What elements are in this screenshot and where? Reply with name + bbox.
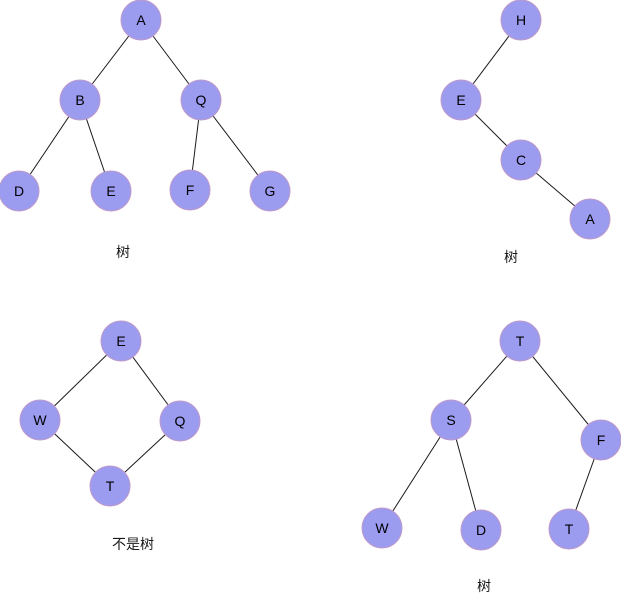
node-tree-bottom-right-W — [361, 507, 403, 549]
node-tree-top-left-E — [90, 170, 132, 212]
node-tree-bottom-right-D — [460, 509, 502, 551]
node-tree-top-left-F — [169, 169, 211, 211]
node-graph-bottom-left-not-tree-T — [89, 465, 131, 507]
node-graph-bottom-left-not-tree-W — [19, 399, 61, 441]
node-graph-bottom-left-not-tree-E — [100, 320, 142, 362]
node-label-graph-bottom-left-not-tree-Q: Q — [175, 413, 186, 429]
node-label-graph-bottom-left-not-tree-W: W — [33, 412, 47, 428]
node-label-tree-bottom-right-D: D — [476, 522, 486, 538]
node-tree-bottom-right-F — [580, 419, 621, 461]
tree-top-right: H E C A 树 — [440, 0, 611, 265]
caption-tree-top-left: 树 — [116, 244, 130, 260]
caption-tree-bottom-right: 树 — [477, 578, 491, 594]
node-graph-bottom-left-not-tree-Q — [159, 400, 201, 442]
node-label-tree-top-left-E: E — [106, 183, 115, 199]
node-label-tree-bottom-right-T: T — [516, 333, 525, 349]
edge-S-W — [381, 419, 452, 529]
node-label-tree-bottom-right-T2: T — [565, 521, 574, 537]
node-label-tree-top-left-Q: Q — [196, 92, 207, 108]
tree-top-left: A B Q D E F G 树 — [0, 0, 291, 260]
node-tree-bottom-right-T2 — [548, 508, 590, 550]
node-tree-bottom-right-T — [499, 320, 541, 362]
node-tree-top-left-D — [0, 170, 40, 212]
node-tree-top-left-A — [120, 0, 162, 41]
node-tree-top-right-E — [440, 79, 482, 121]
node-tree-top-left-G — [249, 170, 291, 212]
node-tree-top-right-C — [500, 139, 542, 181]
node-tree-top-right-H — [500, 0, 542, 41]
node-tree-top-left-Q — [180, 79, 222, 121]
node-label-graph-bottom-left-not-tree-T: T — [106, 478, 115, 494]
node-label-tree-top-right-E: E — [456, 92, 465, 108]
node-label-tree-bottom-right-W: W — [375, 520, 389, 536]
node-label-tree-top-right-A: A — [585, 211, 595, 227]
node-label-tree-top-left-A: A — [136, 12, 146, 28]
node-tree-top-right-A — [569, 198, 611, 240]
node-label-tree-top-right-H: H — [516, 12, 526, 28]
node-label-tree-bottom-right-S: S — [446, 412, 455, 428]
node-tree-top-left-B — [59, 79, 101, 121]
node-label-tree-top-left-B: B — [75, 92, 84, 108]
node-label-graph-bottom-left-not-tree-E: E — [116, 333, 125, 349]
edge-T-F — [519, 340, 602, 441]
tree-bottom-right: T S F W D T 树 — [361, 320, 621, 594]
node-label-tree-top-right-C: C — [516, 152, 526, 168]
node-tree-bottom-right-S — [430, 399, 472, 441]
caption-tree-top-right: 树 — [504, 249, 518, 265]
node-label-tree-bottom-right-F: F — [597, 432, 606, 448]
caption-graph-bottom-left-not-tree: 不是树 — [112, 536, 154, 552]
node-label-tree-top-left-D: D — [14, 183, 24, 199]
node-label-tree-top-left-G: G — [265, 183, 276, 199]
graph-bottom-left-not-tree: E W Q T 不是树 — [19, 320, 201, 552]
node-label-tree-top-left-F: F — [186, 182, 195, 198]
